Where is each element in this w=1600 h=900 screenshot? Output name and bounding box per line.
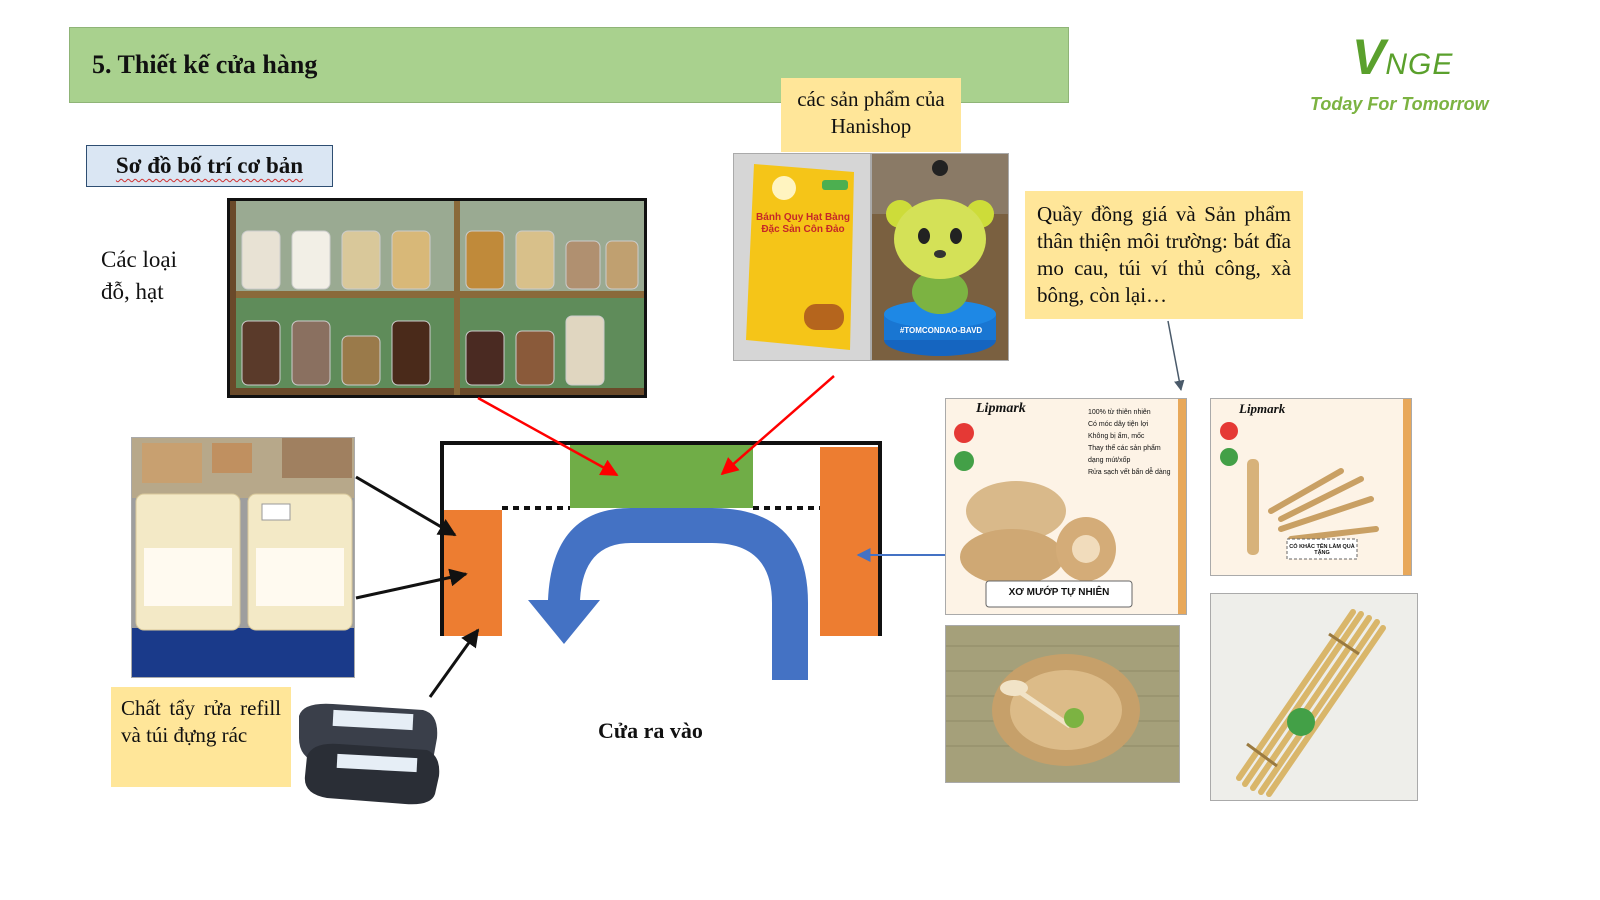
cookie-box-illustration <box>734 154 870 360</box>
photo-cookie-box: Bánh Quy Hạt Bàng Đặc Sản Côn Đảo <box>733 153 871 361</box>
pointer-hanishop-to-counter <box>720 375 835 476</box>
loofah-feature-list: 100% từ thiên nhiên Có móc dây tiện lợi … <box>1088 407 1178 479</box>
photo-mascot-figure: #TOMCONDAO-BAVD <box>871 153 1009 361</box>
logo-mark-rest: NGE <box>1385 48 1454 81</box>
subtitle-box: Sơ đồ bố trí cơ bản <box>86 145 333 187</box>
cookie-box-title: Bánh Quy Hạt Bàng Đặc Sản Côn Đảo <box>756 212 850 236</box>
photo-bamboo-straws <box>1210 593 1418 801</box>
toothbrush-brand: Lipmark <box>1239 401 1286 416</box>
label-nuts: Các loại đỗ, hạt <box>101 247 177 304</box>
vnge-logo: VNGE Today For Tomorrow <box>1300 28 1500 128</box>
loofah-point-4: Thay thế các sản phẩm dạng mút/xốp <box>1088 445 1161 464</box>
toothbrush-caption: CÓ KHẮC TÊN LÀM QUÀ TẶNG <box>1289 544 1355 556</box>
loofah-brand: Lipmark <box>976 401 1026 416</box>
areca-plate-illustration <box>946 626 1179 782</box>
logo-tagline: Today For Tomorrow <box>1310 94 1489 114</box>
note-hanishop: các sản phẩm của Hanishop <box>781 78 961 152</box>
detergent-illustration <box>132 438 354 677</box>
mascot-illustration <box>872 154 1008 360</box>
counter-detergent <box>444 510 502 636</box>
label-door: Cửa ra vào <box>598 718 703 743</box>
loofah-point-5: Rửa sạch vết bẩn dễ dàng <box>1088 469 1171 476</box>
bamboo-straws-illustration <box>1211 594 1417 800</box>
pointer-detergent-2 <box>355 568 468 600</box>
title-banner: 5. Thiết kế cửa hàng <box>69 27 1069 103</box>
photo-areca-plate <box>945 625 1180 783</box>
loofah-point-2: Có móc dây tiện lợi <box>1088 421 1149 428</box>
loofah-point-1: 100% từ thiên nhiên <box>1088 409 1151 416</box>
logo-mark-v: V <box>1352 29 1386 85</box>
pointer-note-to-products <box>1167 320 1185 392</box>
counter-eco <box>820 447 878 636</box>
photo-loofah-card: Lipmark 100% từ thiên nhiên Có móc dây t… <box>945 398 1187 615</box>
cookie-box-line1: Bánh Quy Hạt Bàng <box>756 212 850 223</box>
subtitle-text: Sơ đồ bố trí cơ bản <box>115 153 304 178</box>
photo-jars-shelf <box>227 198 647 398</box>
loofah-caption: XƠ MƯỚP TỰ NHIÊN <box>1008 587 1110 598</box>
note-eco-products: Quầy đồng giá và Sản phẩm thân thiện môi… <box>1025 191 1303 319</box>
pointer-trash-bags <box>428 628 480 698</box>
jars-shelf-illustration <box>230 201 644 395</box>
loofah-illustration <box>946 399 1186 614</box>
logo-mark: VNGE <box>1352 28 1453 86</box>
slide-title: 5. Thiết kế cửa hàng <box>92 50 318 79</box>
store-walls <box>440 441 882 636</box>
loofah-point-3: Không bị ẩm, mốc <box>1088 433 1145 440</box>
photo-toothbrush-card: Lipmark CÓ KHẮC TÊN LÀM QUÀ TẶNG <box>1210 398 1412 576</box>
trash-bags-illustration <box>293 698 443 810</box>
mascot-base-text: #TOMCONDAO-BAVD <box>899 326 983 335</box>
photo-trash-bags <box>293 698 443 810</box>
pointer-detergent-1 <box>355 475 457 537</box>
toothbrush-illustration <box>1211 399 1411 575</box>
customer-flow-arrow <box>528 508 808 680</box>
pointer-nuts-to-counter <box>477 396 619 477</box>
photo-detergent-cans <box>131 437 355 678</box>
note-detergent-refill: Chất tẩy rửa refill và túi đựng rác <box>111 687 291 787</box>
cookie-box-line2: Đặc Sản Côn Đảo <box>761 224 845 235</box>
counter-hanishop <box>570 445 753 508</box>
